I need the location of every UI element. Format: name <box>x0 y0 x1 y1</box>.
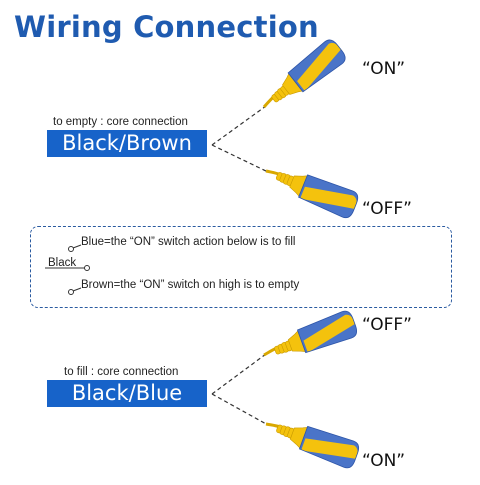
top-upper-dashed-wire <box>211 105 267 146</box>
top-upper-state-label: “ON” <box>362 59 406 79</box>
top-core-label: Black/Brown <box>47 130 207 157</box>
top-off-float-switch <box>259 156 362 222</box>
bottom-core-caption: to fill : core connection <box>64 366 179 378</box>
bottom-off-float-switch <box>257 307 361 370</box>
top-lower-dashed-wire <box>211 144 269 173</box>
legend-switch-symbol <box>45 244 90 295</box>
legend-blue-line: Blue=the “ON” switch action below is to … <box>81 236 296 248</box>
bottom-upper-dashed-wire <box>211 353 267 395</box>
top-on-float-switch <box>253 35 350 120</box>
page-title: Wiring Connection <box>14 10 319 44</box>
legend-black-line: Black <box>48 257 77 269</box>
top-lower-state-label: “OFF” <box>362 199 412 219</box>
bottom-core-label: Black/Blue <box>47 380 207 407</box>
legend-brown-line: Brown=the “ON” switch on high is to empt… <box>81 279 300 291</box>
bottom-lower-state-label: “ON” <box>362 451 406 471</box>
bottom-on-float-switch <box>259 409 363 472</box>
bottom-upper-state-label: “OFF” <box>362 315 412 335</box>
top-core-caption: to empty : core connection <box>53 116 188 128</box>
wire-legend-box <box>30 226 452 308</box>
bottom-lower-dashed-wire <box>211 393 269 426</box>
